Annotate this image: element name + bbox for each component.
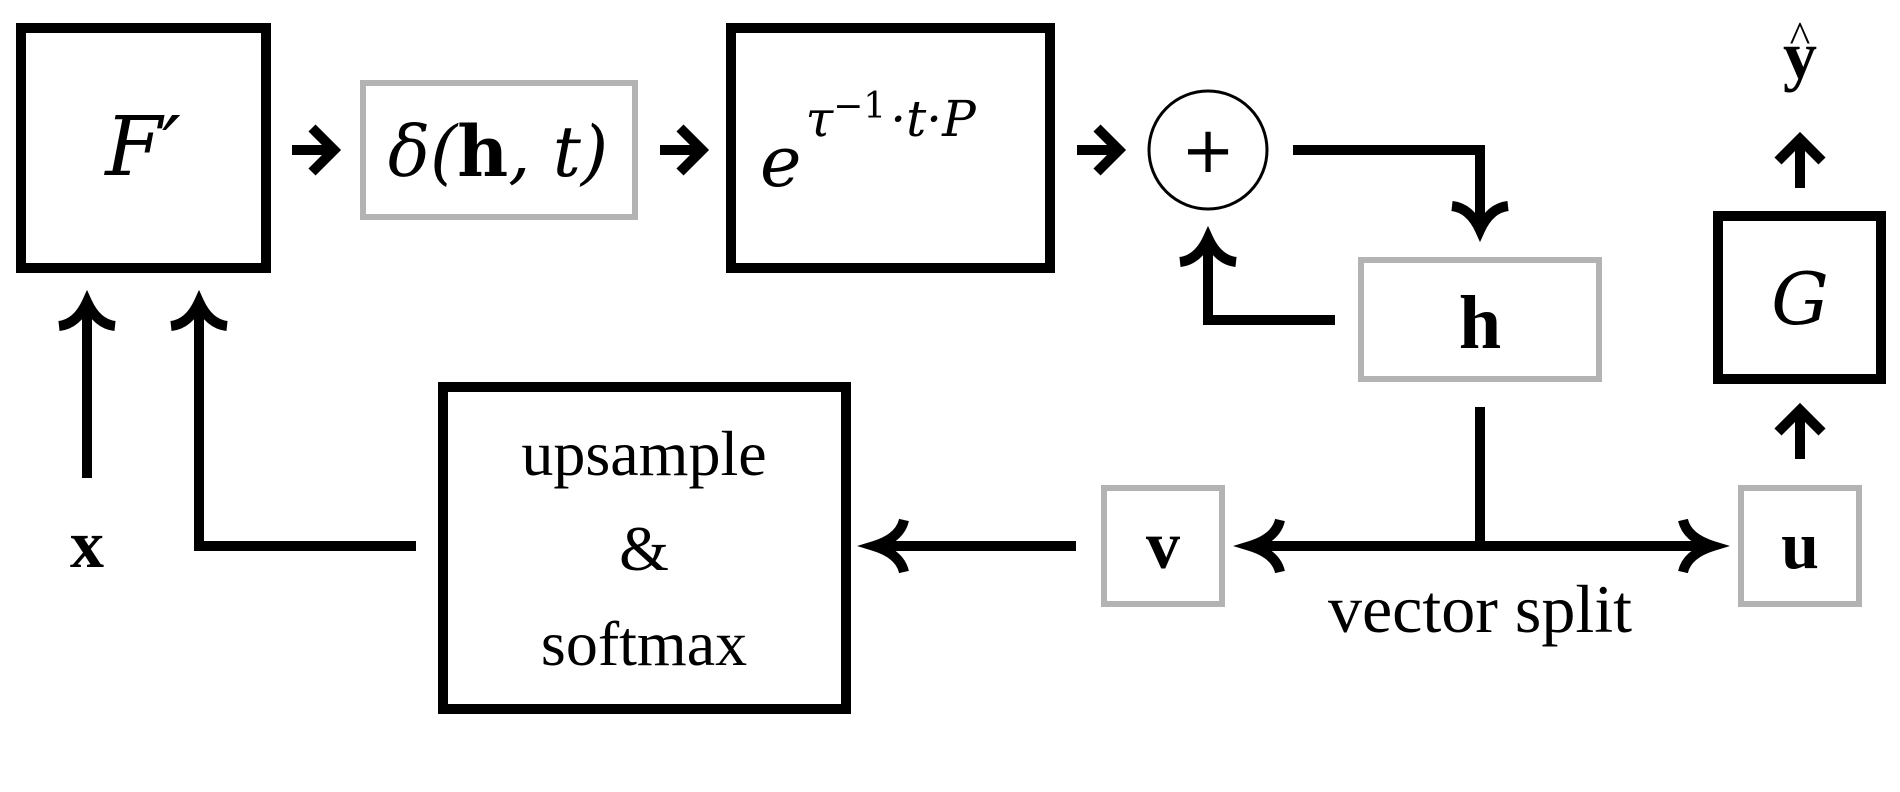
- arrow-split-to-v: [1233, 518, 1480, 574]
- plus-sign: +: [1181, 114, 1235, 188]
- arrow-fprime-to-delta: [292, 124, 342, 176]
- exp-tau: τ: [805, 90, 834, 148]
- arrow-g-to-yhat: [1774, 131, 1826, 188]
- arrow-delta-to-exp: [660, 124, 710, 176]
- arrow-v-to-upsample: [857, 518, 1076, 574]
- arrow-h-to-sum: [1179, 225, 1335, 325]
- arrow-sum-to-h: [1293, 145, 1509, 243]
- exp-base: e: [760, 121, 801, 203]
- h-label: h: [1459, 281, 1501, 365]
- upsample-line-3: softmax: [541, 608, 747, 679]
- exp-inv: −1: [833, 86, 886, 127]
- y-hat-accent: ^: [1790, 13, 1811, 62]
- arrow-u-to-g: [1774, 402, 1826, 459]
- delta-label: δ(h, t): [388, 110, 608, 193]
- h-box: [1358, 257, 1602, 382]
- v-label: v: [1146, 507, 1180, 583]
- arrow-upsample-to-fprime: [170, 289, 416, 551]
- f-prime-label: F′: [103, 100, 181, 195]
- delta-box: [360, 80, 638, 220]
- exp-rest: ·t·P: [890, 90, 977, 148]
- arrow-x-to-fprime: [58, 289, 116, 478]
- u-box: [1738, 485, 1862, 607]
- sum-circle: [1147, 89, 1269, 211]
- arrow-exp-to-sum: [1077, 124, 1127, 176]
- delta-h: h: [457, 110, 508, 193]
- y-hat-label: y: [1783, 17, 1817, 93]
- upsample-softmax-box: [438, 382, 851, 714]
- upsample-line-1: upsample: [521, 418, 766, 489]
- exp-label: eτ−1·t·P: [760, 86, 977, 203]
- x-label: x: [70, 506, 104, 582]
- v-box: [1101, 485, 1225, 607]
- f-prime-box: [16, 23, 271, 273]
- delta-rest: , t): [508, 111, 608, 193]
- u-label: u: [1781, 507, 1819, 583]
- arrow-split-to-u: [1480, 518, 1730, 574]
- g-label: G: [1771, 257, 1829, 341]
- upsample-line-2: &: [619, 513, 669, 584]
- delta-open: δ(: [388, 111, 459, 193]
- vector-split-label: vector split: [1328, 571, 1632, 647]
- g-box: [1713, 211, 1886, 384]
- exp-box: [726, 23, 1055, 273]
